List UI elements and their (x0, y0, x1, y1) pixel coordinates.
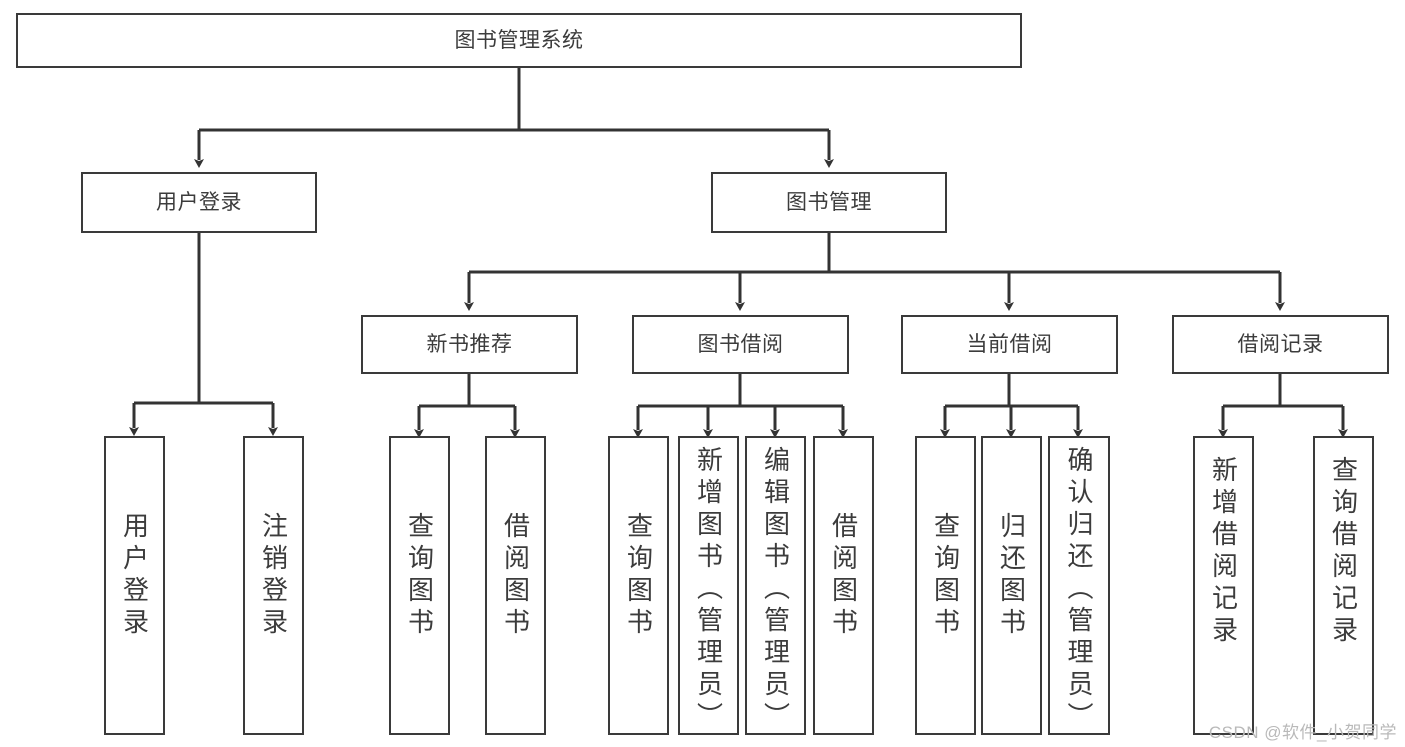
node-leaf-query-book-2-label: 查询图书 (623, 512, 654, 640)
node-leaf-query-book-3[interactable]: 查询图书 (915, 436, 976, 735)
node-leaf-return-book-label: 归还图书 (996, 512, 1027, 640)
node-leaf-logout[interactable]: 注销登录 (243, 436, 304, 735)
node-leaf-query-book-1-label: 查询图书 (404, 512, 435, 640)
node-current-borrow[interactable]: 当前借阅 (901, 315, 1118, 374)
node-leaf-query-book-3-label: 查询图书 (930, 512, 961, 640)
node-root-label: 图书管理系统 (454, 28, 584, 52)
node-leaf-add-record[interactable]: 新增借阅记录 (1193, 436, 1254, 735)
node-leaf-borrow-book-1-label: 借阅图书 (500, 512, 531, 640)
node-leaf-user-login-label: 用户登录 (119, 512, 150, 640)
node-leaf-borrow-book-1[interactable]: 借阅图书 (485, 436, 546, 735)
node-leaf-add-book[interactable]: 新增图书（管理员） (678, 436, 739, 735)
node-leaf-logout-label: 注销登录 (258, 512, 289, 640)
node-book-borrow-label: 图书借阅 (697, 332, 784, 356)
node-leaf-confirm-return-label: 确认归还（管理员） (1064, 446, 1094, 734)
node-book-manage-label: 图书管理 (786, 190, 872, 214)
node-current-borrow-label: 当前借阅 (966, 332, 1053, 356)
node-book-manage[interactable]: 图书管理 (711, 172, 947, 233)
node-leaf-add-book-label: 新增图书（管理员） (693, 446, 724, 734)
node-leaf-edit-book[interactable]: 编辑图书（管理员） (745, 436, 806, 735)
node-borrow-record-label: 借阅记录 (1237, 332, 1324, 356)
node-leaf-borrow-book-2-label: 借阅图书 (828, 512, 859, 640)
node-new-book-rec-label: 新书推荐 (426, 332, 513, 356)
node-user-login-label: 用户登录 (156, 190, 242, 214)
node-leaf-return-book[interactable]: 归还图书 (981, 436, 1042, 735)
node-leaf-user-login[interactable]: 用户登录 (104, 436, 165, 735)
node-borrow-record[interactable]: 借阅记录 (1172, 315, 1389, 374)
node-leaf-borrow-book-2[interactable]: 借阅图书 (813, 436, 874, 735)
node-leaf-query-record-label: 查询借阅记录 (1328, 456, 1359, 648)
node-new-book-rec[interactable]: 新书推荐 (361, 315, 578, 374)
node-leaf-edit-book-label: 编辑图书（管理员） (760, 446, 791, 734)
node-leaf-query-book-2[interactable]: 查询图书 (608, 436, 669, 735)
node-leaf-confirm-return[interactable]: 确认归还（管理员） (1048, 436, 1110, 735)
node-leaf-add-record-label: 新增借阅记录 (1208, 456, 1239, 648)
node-user-login[interactable]: 用户登录 (81, 172, 317, 233)
node-root[interactable]: 图书管理系统 (16, 13, 1022, 68)
node-leaf-query-book-1[interactable]: 查询图书 (389, 436, 450, 735)
node-leaf-query-record[interactable]: 查询借阅记录 (1313, 436, 1374, 735)
node-book-borrow[interactable]: 图书借阅 (632, 315, 849, 374)
csdn-watermark: CSDN @软件_小贺同学 (1208, 723, 1397, 742)
